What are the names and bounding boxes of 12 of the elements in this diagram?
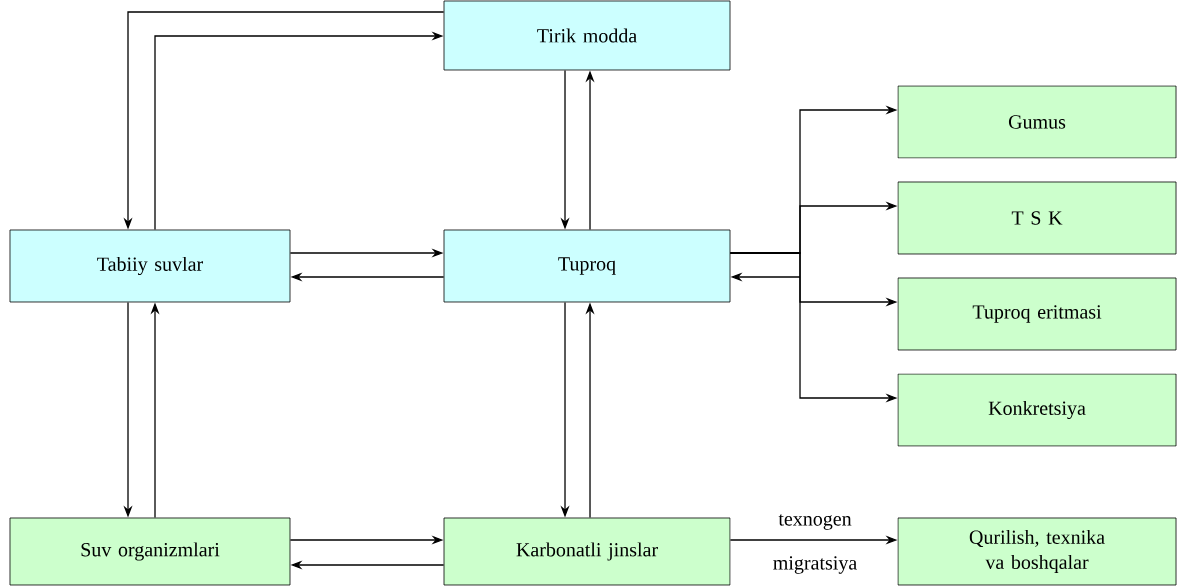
- process-box: Konkretsiya: [897, 373, 1177, 447]
- process-box: Suv organizmlari: [9, 517, 291, 586]
- annotation-text: migratsiya: [773, 556, 857, 574]
- process-box: Tuproq eritmasi: [897, 277, 1177, 351]
- process-box: Qurilish, texnika va boshqalar: [897, 517, 1177, 586]
- process-box: Tabiiy suvlar: [9, 229, 291, 303]
- process-box: Tuproq: [443, 229, 731, 303]
- process-box: T S K: [897, 181, 1177, 255]
- process-box: Tirik modda: [443, 0, 731, 71]
- process-box: Gumus: [897, 85, 1177, 159]
- process-box: Karbonatli jinslar: [443, 517, 731, 586]
- edge-label: texnogen: [778, 514, 852, 530]
